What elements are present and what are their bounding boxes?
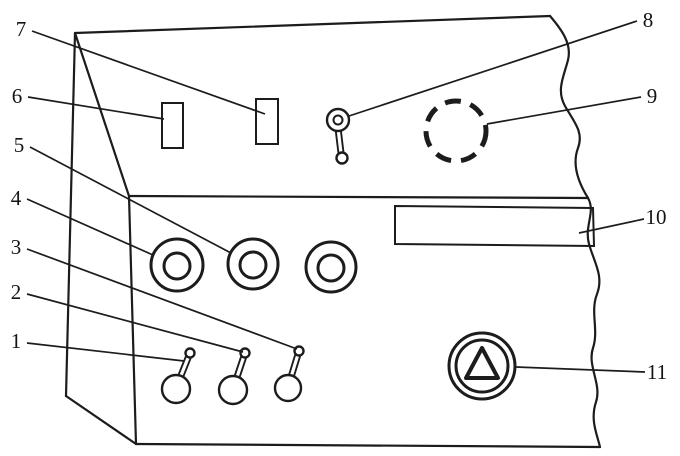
key-switch bbox=[325, 107, 351, 165]
toggle-switch-3-base bbox=[273, 373, 303, 403]
slope-left-crease bbox=[73, 31, 131, 198]
toggle-switch-1-tip bbox=[184, 347, 196, 359]
callout-label-10: 10 bbox=[646, 205, 667, 229]
leader-line-6 bbox=[27, 96, 165, 120]
front-left-crease bbox=[127, 194, 138, 446]
callout-label-6: 6 bbox=[12, 84, 23, 108]
indicator-lamp-2-body bbox=[255, 98, 279, 145]
toggle-switch-2-base bbox=[217, 374, 249, 406]
panel-left-edge bbox=[64, 31, 77, 398]
key-switch-loop bbox=[335, 151, 349, 165]
round-knob-2-inner bbox=[238, 250, 268, 280]
leader-line-10 bbox=[578, 218, 645, 234]
round-knob-3 bbox=[304, 240, 358, 294]
triangle-button bbox=[447, 331, 517, 401]
round-knob-1-inner bbox=[162, 251, 192, 281]
indicator-lamp-1 bbox=[161, 102, 184, 149]
label-plate-body bbox=[394, 204, 596, 248]
toggle-switch-2 bbox=[217, 347, 251, 406]
toggle-switch-3 bbox=[273, 345, 305, 403]
toggle-switch-1-base bbox=[160, 373, 192, 405]
panel-bottom-left-edge bbox=[64, 394, 138, 446]
key-switch-head-detail bbox=[332, 114, 344, 126]
callout-label-2: 2 bbox=[11, 280, 22, 304]
leader-line-3 bbox=[26, 248, 298, 350]
callout-label-4: 4 bbox=[11, 186, 22, 210]
dashed-round-socket-ring bbox=[423, 98, 489, 164]
callout-label-8: 8 bbox=[643, 8, 654, 32]
leader-line-9 bbox=[486, 96, 642, 125]
triangle-button-symbol bbox=[464, 346, 500, 380]
label-plate bbox=[394, 204, 596, 248]
toggle-switch-1 bbox=[160, 347, 196, 405]
torn-continuation-edge bbox=[548, 14, 602, 449]
leader-line-5 bbox=[29, 146, 232, 254]
panel-bottom-edge bbox=[134, 442, 602, 449]
key-switch-head bbox=[325, 107, 351, 133]
callout-label-9: 9 bbox=[647, 84, 658, 108]
round-knob-1 bbox=[149, 237, 205, 293]
callout-label-7: 7 bbox=[16, 17, 27, 41]
leader-line-8 bbox=[348, 20, 638, 117]
callout-label-1: 1 bbox=[11, 329, 22, 353]
toggle-switch-2-tip bbox=[239, 347, 251, 359]
round-knob-2 bbox=[226, 237, 280, 291]
indicator-lamp-1-body bbox=[161, 102, 184, 149]
callout-label-5: 5 bbox=[14, 133, 25, 157]
callout-labels: 1 2 3 4 5 6 7 8 9 10 11 bbox=[11, 8, 667, 384]
panel-top-edge bbox=[73, 14, 552, 35]
callout-label-3: 3 bbox=[11, 235, 22, 259]
leader-line-11 bbox=[515, 366, 646, 373]
leader-line-1 bbox=[26, 342, 185, 362]
leader-line-2 bbox=[26, 293, 244, 353]
dashed-round-socket bbox=[423, 98, 489, 164]
callout-label-11: 11 bbox=[647, 360, 667, 384]
panel-outline bbox=[64, 14, 602, 449]
leader-lines bbox=[26, 20, 646, 373]
leader-line-4 bbox=[26, 198, 154, 256]
leader-line-7 bbox=[31, 30, 266, 115]
indicator-lamp-2 bbox=[255, 98, 279, 145]
round-knob-3-inner bbox=[316, 253, 346, 283]
slope-front-crease bbox=[127, 194, 590, 200]
